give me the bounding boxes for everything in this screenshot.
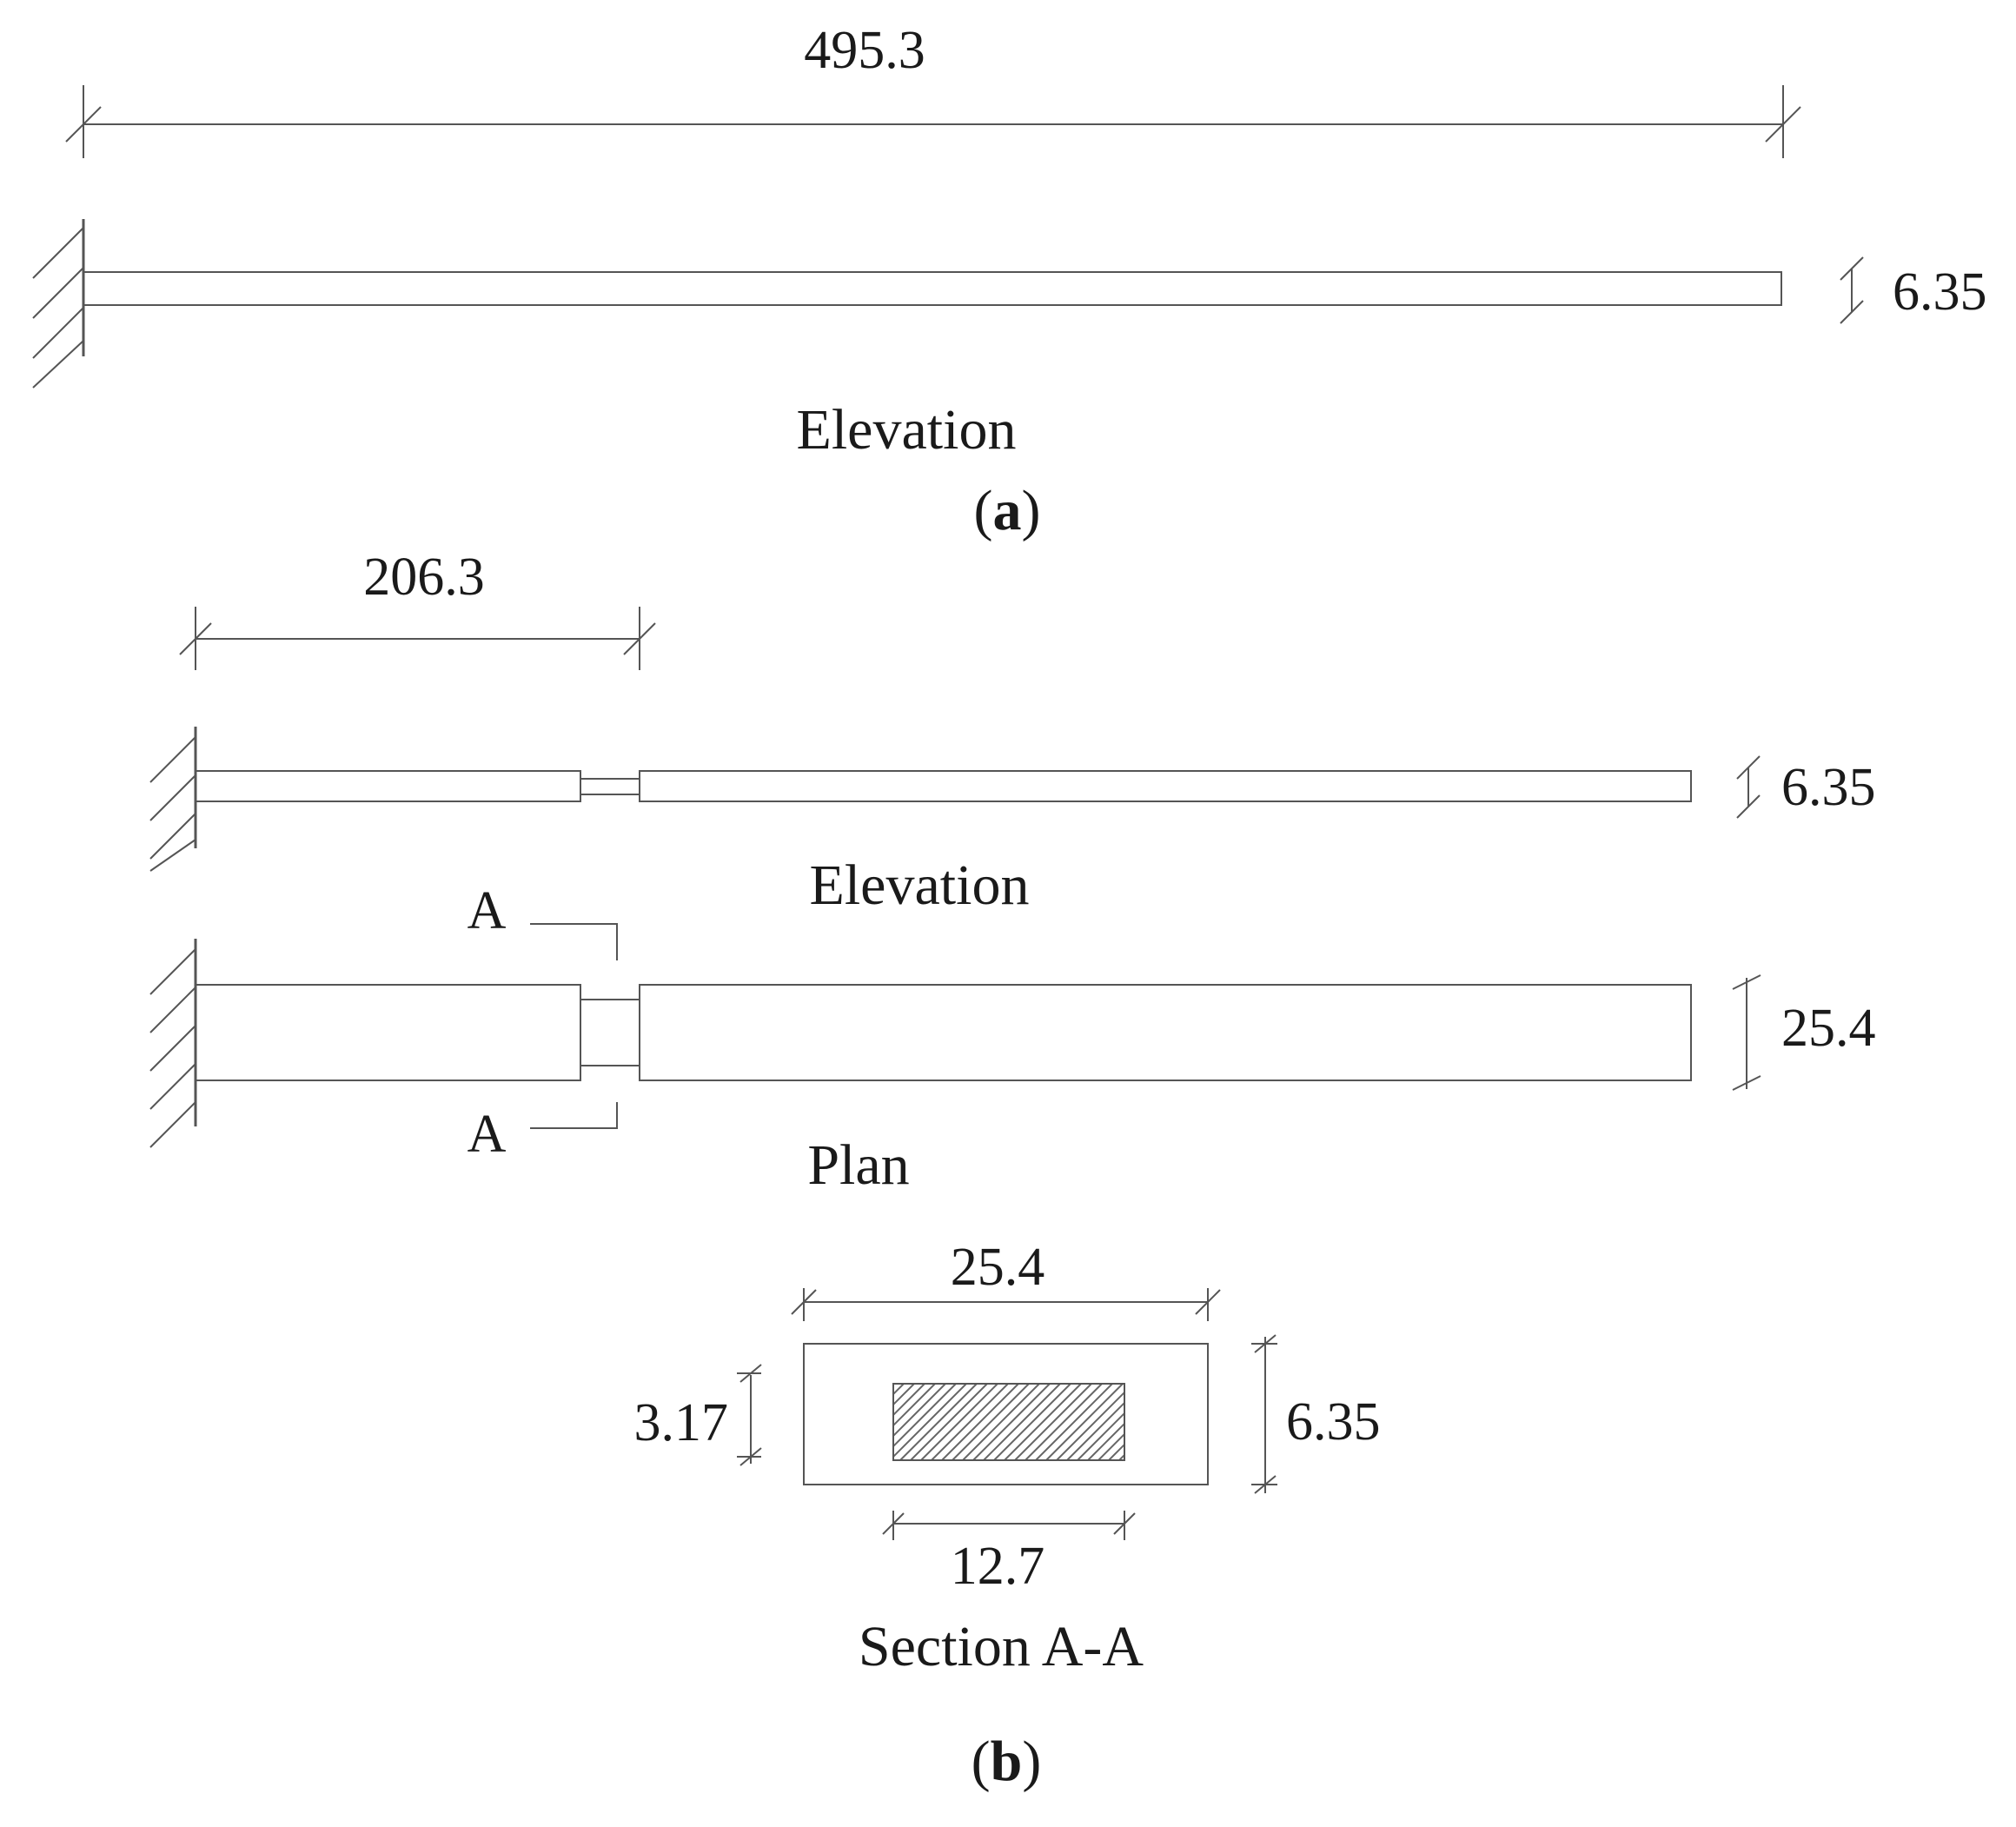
core-depth-label: 3.17	[634, 1393, 729, 1452]
hatch-line	[1140, 1384, 1217, 1460]
beam-elevation-a	[83, 271, 1782, 306]
hatch-line	[1098, 1432, 1124, 1460]
hatch-line	[920, 1384, 998, 1460]
hatch-line	[931, 1384, 1009, 1460]
fixed-support-a	[32, 219, 85, 389]
section-marker-label-bottom: A	[468, 1105, 507, 1164]
hatch-line	[972, 1384, 1051, 1460]
section-a-a: 25.4 3.17	[634, 1238, 1381, 1678]
hatch-line	[899, 1384, 978, 1460]
elevation-label-b: Elevation	[810, 854, 1030, 917]
svg-text:(a): (a)	[974, 479, 1041, 542]
hatch-line	[952, 1384, 1030, 1460]
section-cut-marker-top	[530, 923, 618, 960]
hatch-line	[941, 1384, 1019, 1460]
hatch-line	[1130, 1384, 1206, 1460]
fixed-support-b-plan	[149, 939, 197, 1148]
depth-dimension-a	[1840, 256, 1864, 324]
hatch-line	[1182, 1384, 1258, 1460]
notched-beam-elevation	[195, 770, 1692, 802]
depth-dimension-b	[1736, 755, 1761, 819]
hatch-line	[1056, 1391, 1124, 1460]
hatch-line	[983, 1384, 1061, 1460]
hatch-line	[893, 1384, 894, 1385]
hatch-line	[1161, 1384, 1237, 1460]
elevation-label-a: Elevation	[797, 398, 1017, 462]
hatch-line	[893, 1384, 925, 1417]
section-marker-label-top: A	[468, 881, 507, 940]
hatch-line	[1004, 1384, 1082, 1460]
hatch-line	[1108, 1443, 1124, 1460]
depth-dimension-label-b: 6.35	[1781, 758, 1876, 817]
hatch-line	[893, 1384, 905, 1396]
section-depth-dimension	[1251, 1334, 1277, 1494]
section-label: Section A-A	[859, 1615, 1144, 1678]
depth-dimension-label-a: 6.35	[1893, 262, 1987, 322]
core-width-dimension	[882, 1511, 1136, 1540]
hatch-line	[1192, 1384, 1269, 1460]
hatch-line	[1087, 1422, 1124, 1460]
caption-a: (a)	[974, 479, 1041, 542]
hatch-line	[1025, 1384, 1103, 1460]
hatch-line	[962, 1384, 1040, 1460]
notched-beam-plan	[195, 984, 1692, 1081]
hatch-line	[1066, 1401, 1124, 1460]
section-width-dimension	[791, 1288, 1221, 1321]
hatch-line	[893, 1384, 957, 1448]
figure-b: 206.3 6.35 Elevation A	[149, 548, 1876, 1793]
plan-width-dimension	[1732, 974, 1761, 1091]
plan-label: Plan	[807, 1133, 909, 1197]
hatch-line	[893, 1384, 915, 1406]
hatch-line	[893, 1384, 967, 1458]
notch-location-dimension-label: 206.3	[363, 548, 485, 607]
length-dimension-label: 495.3	[804, 21, 925, 80]
hatch-line	[893, 1384, 936, 1427]
core-width-label: 12.7	[951, 1537, 1045, 1596]
hatch-line	[1045, 1384, 1124, 1460]
hatch-line	[1014, 1384, 1092, 1460]
hatch-line	[910, 1384, 988, 1460]
section-core-hatched	[892, 1383, 1269, 1461]
plan-width-dimension-label: 25.4	[1781, 999, 1876, 1058]
hatch-line	[1151, 1384, 1227, 1460]
hatch-line	[1035, 1384, 1113, 1460]
section-depth-label: 6.35	[1286, 1392, 1381, 1452]
core-depth-dimension	[737, 1364, 762, 1466]
section-cut-marker-bottom	[530, 1102, 618, 1129]
svg-text:(b): (b)	[972, 1730, 1042, 1793]
length-dimension-line	[65, 85, 1801, 158]
caption-b: (b)	[972, 1730, 1042, 1793]
hatch-line	[993, 1384, 1071, 1460]
figure-a: 495.3 6.35 Elevation (a)	[32, 21, 1987, 542]
fixed-support-b-elevation	[149, 727, 197, 872]
hatch-line	[893, 1384, 946, 1438]
notch-location-dimension-line	[179, 607, 656, 670]
section-outline	[803, 1343, 1209, 1485]
section-width-label: 25.4	[951, 1238, 1045, 1297]
hatch-line	[1118, 1453, 1124, 1460]
hatch-line	[1171, 1384, 1248, 1460]
hatch-line	[1077, 1412, 1124, 1460]
